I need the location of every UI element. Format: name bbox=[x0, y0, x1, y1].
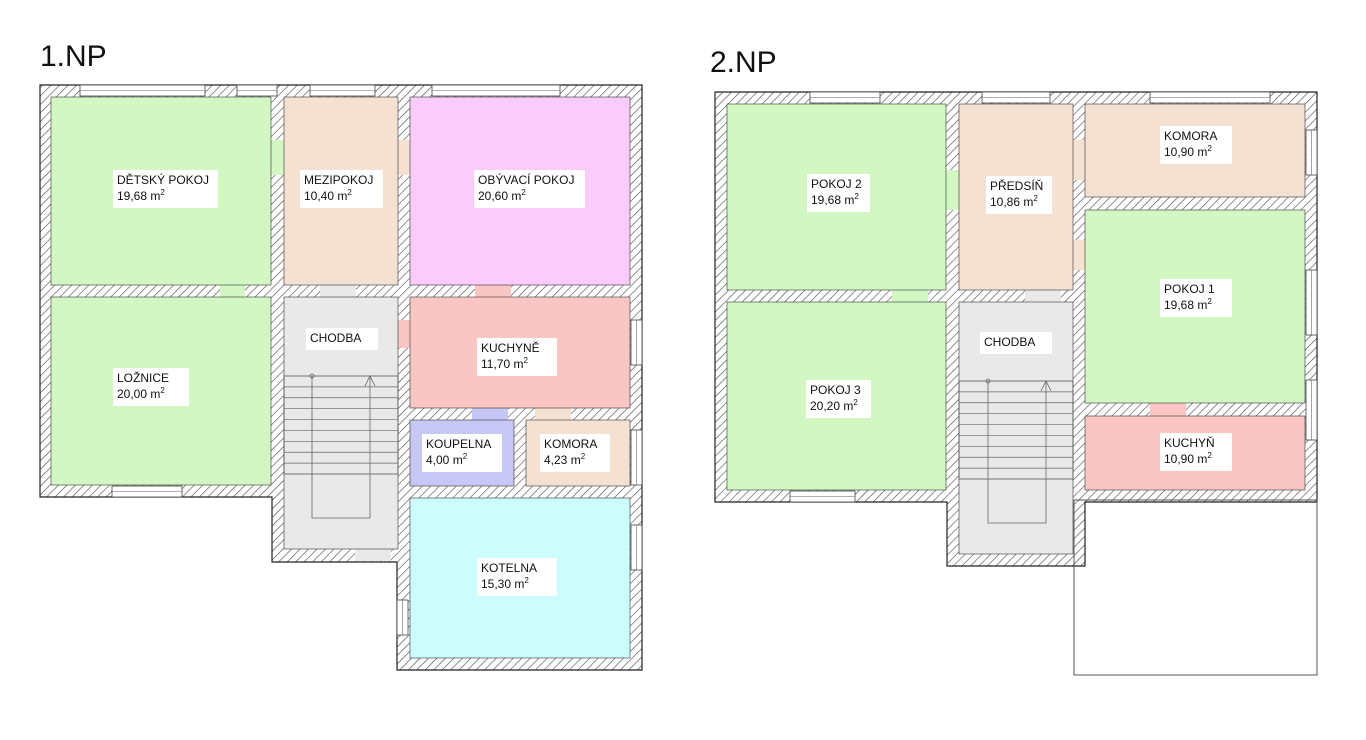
door-opening bbox=[1150, 403, 1186, 416]
area-unit-sup: 2 bbox=[160, 386, 165, 395]
area-unit-sup: 2 bbox=[463, 452, 468, 461]
stair-start-dot bbox=[985, 378, 991, 384]
room-name: MEZIPOKOJ bbox=[304, 173, 373, 187]
door-opening bbox=[472, 408, 508, 420]
door-opening bbox=[475, 285, 511, 297]
room-label-box bbox=[806, 380, 871, 418]
area-unit-sup: 2 bbox=[1207, 144, 1212, 153]
door-opening bbox=[535, 408, 571, 420]
stair-arrow bbox=[364, 375, 376, 387]
stair-start-dot bbox=[309, 373, 315, 379]
room-name: POKOJ 2 bbox=[811, 177, 862, 191]
room-label-box bbox=[306, 328, 378, 350]
room-name: KUCHYŇ bbox=[1164, 435, 1215, 450]
stairs-layer bbox=[283, 373, 1074, 524]
room-area: 19,68 m2 bbox=[1164, 297, 1212, 312]
area-unit-sup: 2 bbox=[853, 398, 858, 407]
room-label-box bbox=[477, 338, 557, 376]
room-name: CHODBA bbox=[984, 335, 1035, 349]
room-area: 4,00 m2 bbox=[426, 452, 468, 467]
room-area: 10,90 m2 bbox=[1164, 144, 1212, 159]
room-label-box bbox=[422, 434, 502, 472]
room-label-box bbox=[540, 434, 610, 472]
floor-title-2np: 2.NP bbox=[710, 46, 777, 79]
room-name: KOUPELNA bbox=[426, 437, 491, 451]
room-area: 20,60 m2 bbox=[478, 188, 526, 203]
door-opening bbox=[1073, 240, 1085, 270]
room-label-box bbox=[1160, 433, 1232, 471]
room-area: 20,20 m2 bbox=[810, 398, 858, 413]
room-area: 11,70 m2 bbox=[481, 356, 528, 371]
room-name: OBÝVACÍ POKOJ bbox=[478, 172, 574, 187]
room-area: 10,86 m2 bbox=[990, 194, 1038, 209]
room-area: 15,30 m2 bbox=[481, 576, 529, 591]
room-name: KOMORA bbox=[544, 437, 597, 451]
room-name: CHODBA bbox=[310, 331, 361, 345]
room-area: 19,68 m2 bbox=[811, 192, 859, 207]
area-unit-sup: 2 bbox=[1033, 194, 1038, 203]
door-opening bbox=[1025, 290, 1061, 302]
rooms-layer bbox=[50, 96, 1306, 659]
room-area: 20,00 m2 bbox=[117, 386, 165, 401]
stair-walk-line bbox=[987, 381, 1047, 524]
room-label-box bbox=[474, 170, 585, 208]
area-unit-sup: 2 bbox=[1207, 297, 1212, 306]
room-label-box bbox=[1160, 279, 1232, 317]
room-name: POKOJ 1 bbox=[1164, 282, 1215, 296]
door-opening bbox=[1073, 140, 1085, 180]
staircase-outline bbox=[958, 380, 1074, 480]
room-name: KOTELNA bbox=[481, 561, 537, 575]
room-area: 4,23 m2 bbox=[544, 452, 586, 467]
room-label-box bbox=[980, 332, 1052, 354]
room-area: 10,40 m2 bbox=[304, 188, 352, 203]
area-unit-sup: 2 bbox=[854, 192, 859, 201]
door-opening bbox=[946, 170, 959, 210]
area-unit-sup: 2 bbox=[523, 356, 528, 365]
room-label-box bbox=[807, 174, 870, 212]
door-opening bbox=[320, 285, 356, 297]
area-unit-sup: 2 bbox=[581, 452, 586, 461]
area-unit-sup: 2 bbox=[524, 576, 529, 585]
stair-arrow bbox=[1040, 380, 1052, 392]
room-name: POKOJ 3 bbox=[810, 383, 861, 397]
room-area: 10,90 m2 bbox=[1164, 451, 1212, 466]
room-label-box bbox=[477, 558, 557, 596]
staircase-outline bbox=[283, 375, 399, 475]
room-label-box bbox=[300, 170, 383, 208]
room-name: DĚTSKÝ POKOJ bbox=[117, 172, 209, 187]
terrace-outline bbox=[1073, 499, 1318, 676]
openings-layer bbox=[79, 84, 1318, 636]
room-label-box bbox=[113, 368, 189, 406]
room-label-box bbox=[986, 176, 1052, 214]
room-name: KUCHYNĚ bbox=[481, 340, 540, 355]
area-unit-sup: 2 bbox=[1207, 451, 1212, 460]
room-name: PŘEDSÍŇ bbox=[990, 178, 1043, 193]
area-unit-sup: 2 bbox=[160, 188, 165, 197]
room-area: 19,68 m2 bbox=[117, 188, 165, 203]
door-opening bbox=[220, 285, 245, 297]
area-unit-sup: 2 bbox=[347, 188, 352, 197]
door-opening bbox=[892, 290, 928, 302]
door-opening bbox=[271, 140, 284, 175]
room-label-box bbox=[113, 170, 218, 208]
room-name: KOMORA bbox=[1164, 129, 1217, 143]
room-name: LOŽNICE bbox=[117, 370, 169, 385]
floor-title-1np: 1.NP bbox=[40, 40, 107, 73]
area-unit-sup: 2 bbox=[521, 188, 526, 197]
door-opening bbox=[398, 140, 410, 175]
door-opening bbox=[355, 549, 391, 561]
room-label-box bbox=[1160, 126, 1232, 164]
door-opening bbox=[398, 320, 410, 348]
stair-walk-line bbox=[311, 376, 371, 519]
